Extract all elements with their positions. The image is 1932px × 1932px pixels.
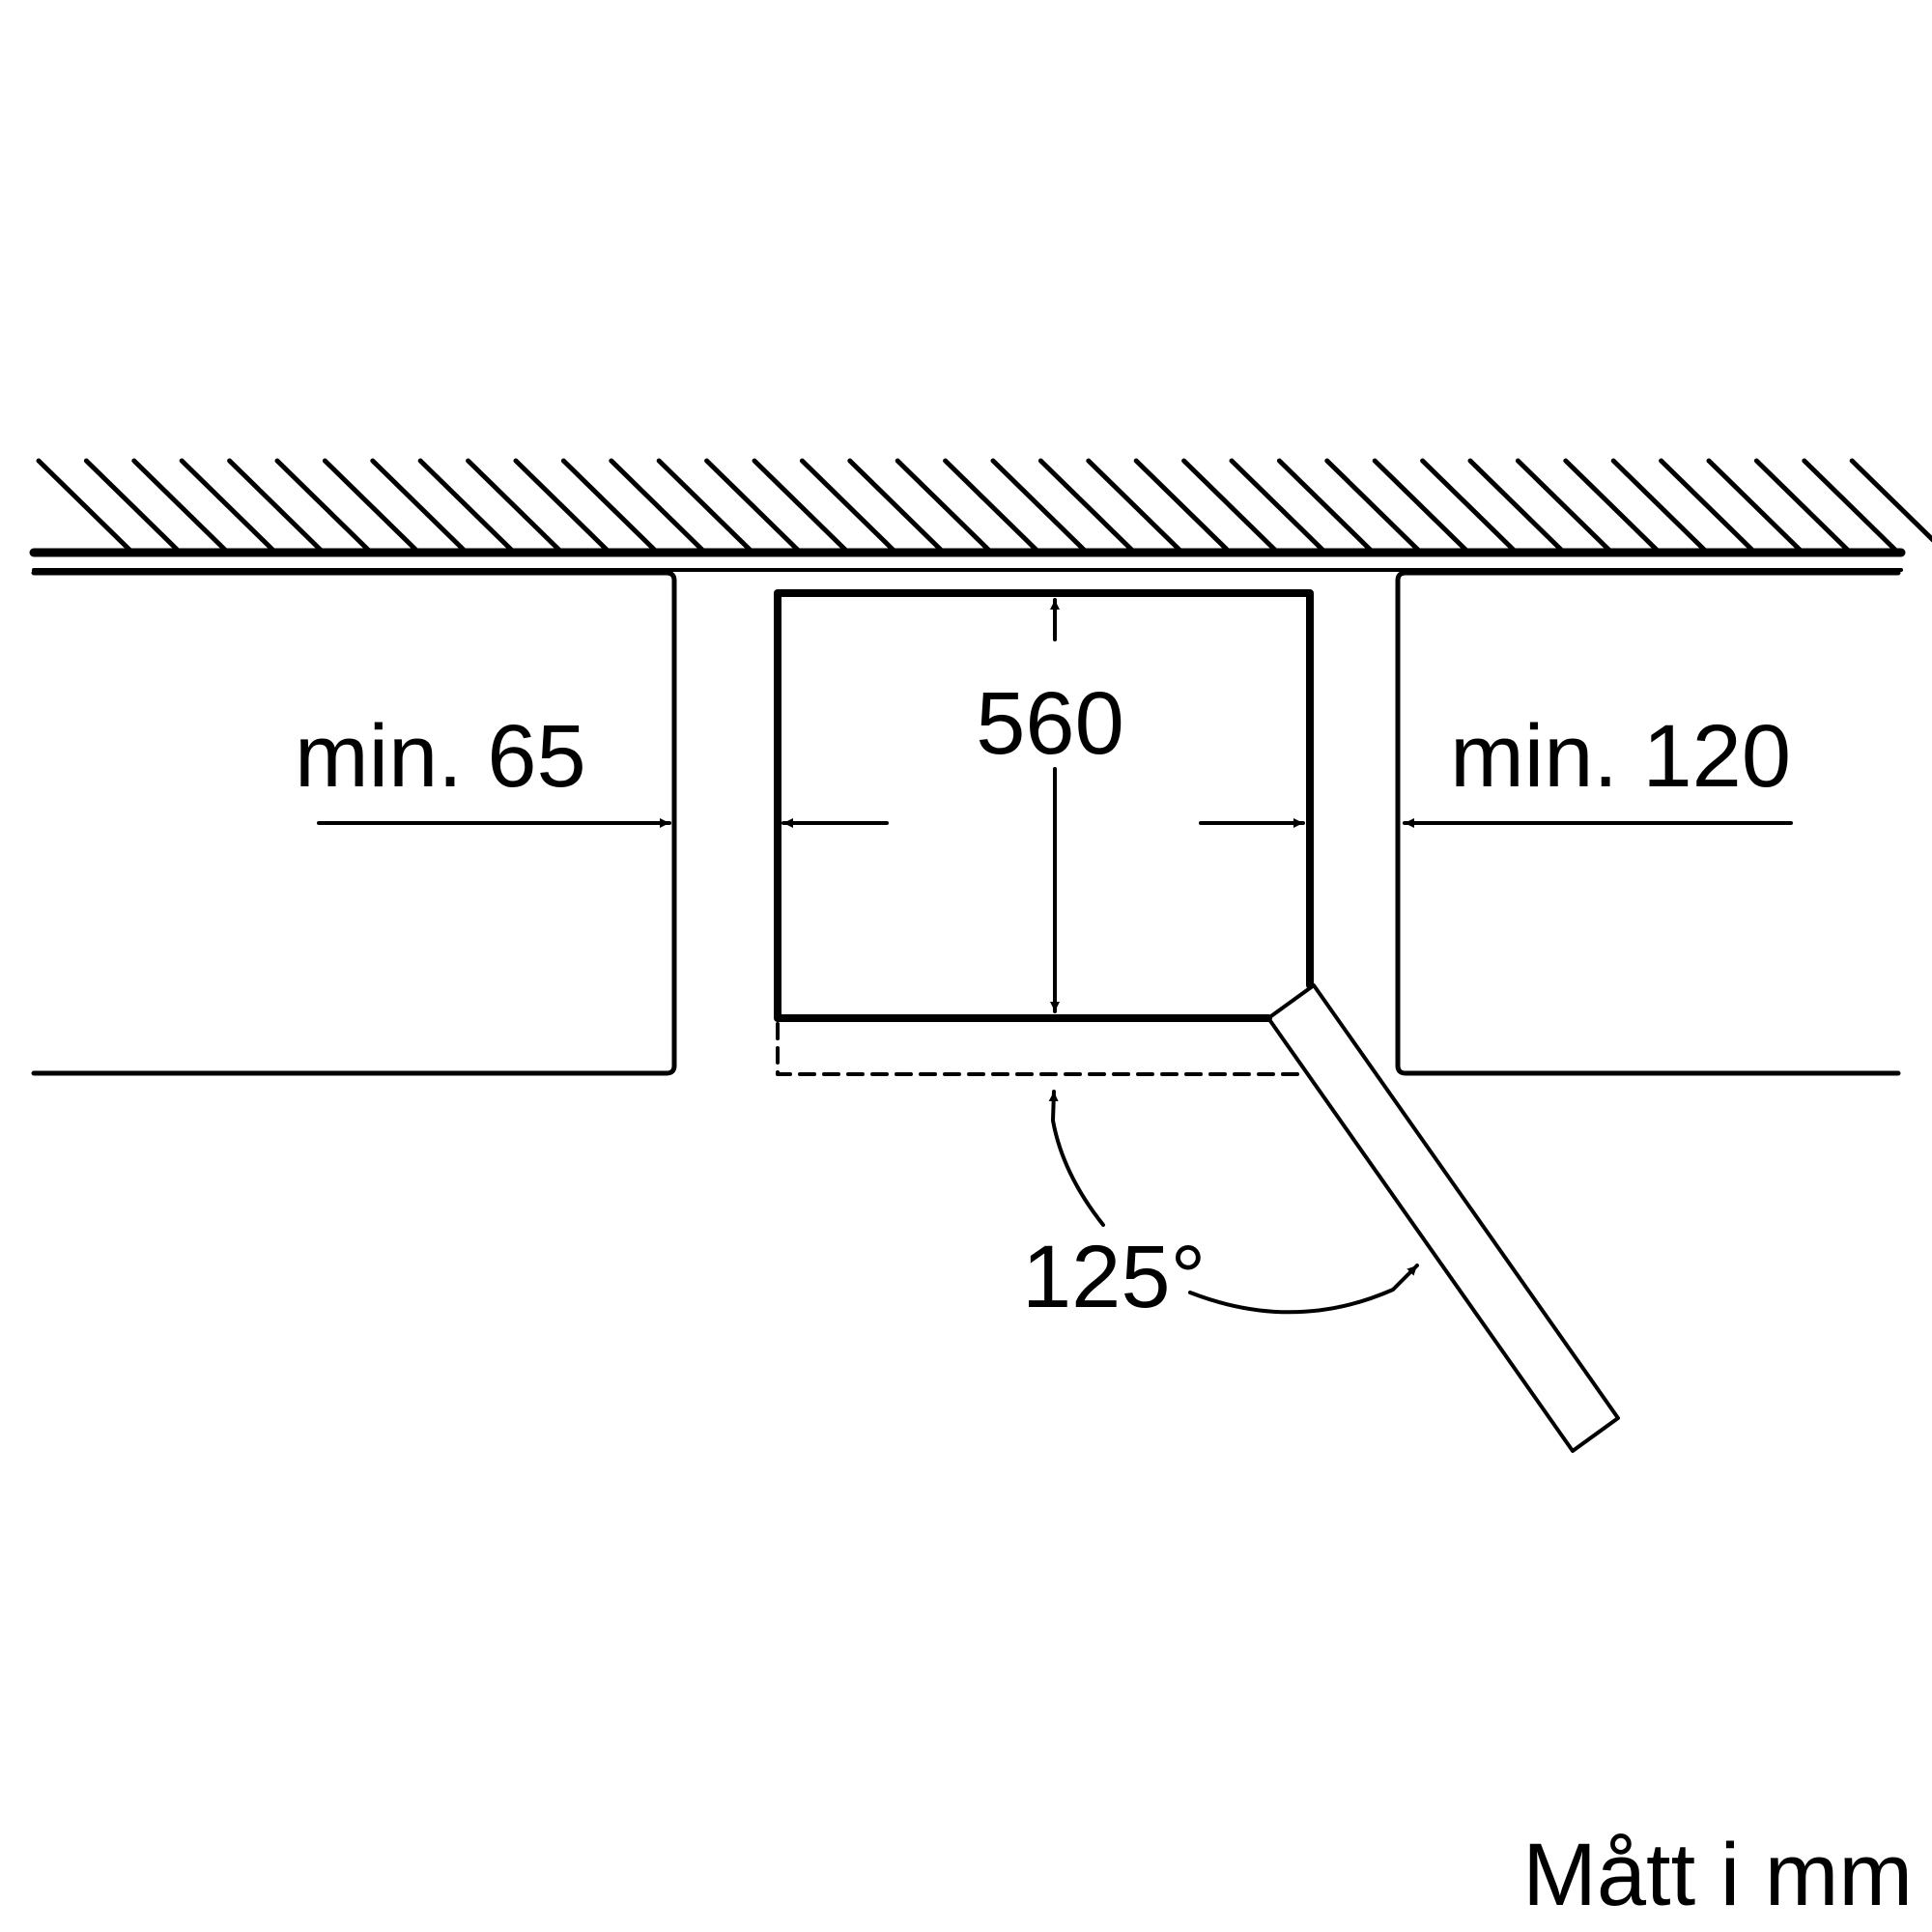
hatch-mark [417, 458, 514, 553]
hatch-mark [466, 458, 562, 553]
right-cabinet-outline [1395, 570, 1901, 1076]
hatch-mark [1753, 458, 1850, 553]
hatch-mark [513, 458, 610, 553]
angle-arc-right [1188, 1264, 1419, 1315]
hatch-mark [1420, 458, 1517, 553]
hatch-mark [1610, 458, 1707, 553]
hatch-mark [656, 458, 753, 553]
hatch-mark [83, 458, 180, 553]
hatch-mark [131, 458, 228, 553]
hatch-mark [752, 458, 848, 553]
hatch-mark [990, 458, 1087, 553]
hatch-mark [704, 458, 801, 553]
hatch-mark [274, 458, 371, 553]
hatch-mark [1276, 458, 1373, 553]
hatch-mark [322, 458, 418, 553]
hatch-mark [895, 458, 991, 553]
hatch-mark [1706, 458, 1803, 553]
width-label: 560 [976, 674, 1124, 773]
hatch-mark [1372, 458, 1468, 553]
angle-arc-lower [1048, 1090, 1105, 1227]
hatch-mark [1324, 458, 1421, 553]
hatch-mark [609, 458, 705, 553]
hatch-mark [1181, 458, 1278, 553]
hatch-mark [1467, 458, 1564, 553]
hatch-mark [1133, 458, 1230, 553]
hatch-mark [1515, 458, 1611, 553]
hatch-mark [799, 458, 895, 553]
closed-door-outline [776, 1022, 1301, 1076]
right-clearance-label: min. 120 [1450, 707, 1791, 806]
hatch-mark [1659, 458, 1755, 553]
hatch-mark [227, 458, 324, 553]
appliance-body [774, 589, 1314, 1022]
left-cabinet-outline [31, 570, 677, 1076]
hatch-mark [943, 458, 1039, 553]
hatch-mark [1802, 458, 1898, 553]
wall [29, 458, 1932, 572]
hatch-mark [1086, 458, 1182, 553]
hatch-mark [1849, 458, 1932, 543]
hatch-mark [36, 458, 132, 553]
wall-hatching [36, 458, 1932, 553]
hatch-mark [1563, 458, 1660, 553]
angle-label: 125° [1022, 1228, 1206, 1326]
hatch-mark [1037, 458, 1134, 553]
units-note: Mått i mm [1522, 1826, 1913, 1924]
left-clearance-label: min. 65 [295, 707, 586, 806]
hatch-mark [179, 458, 275, 553]
hatch-mark [560, 458, 657, 553]
hatch-mark [370, 458, 467, 553]
hatch-mark [847, 458, 944, 553]
hatch-mark [1229, 458, 1325, 553]
appliance-door-open [1266, 983, 1620, 1453]
